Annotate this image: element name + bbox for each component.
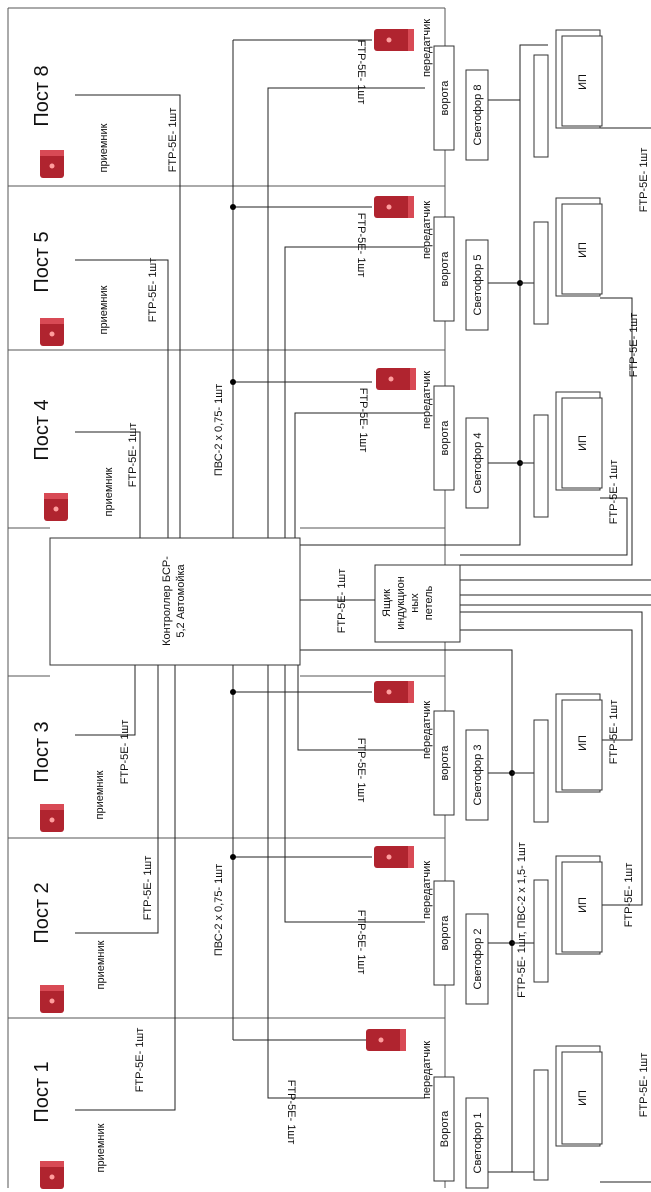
junction-dot (230, 689, 236, 695)
loop-box-line3: ных (409, 593, 421, 613)
power-cable-label: ПВС-2 х 0,75- 1шт (213, 384, 225, 476)
receiver-label: приемник (98, 285, 110, 334)
psu-wiring (460, 44, 651, 1183)
receiver-label: приемник (98, 123, 110, 172)
receiver-cable-label: FTP-5E- 1шт (142, 856, 154, 921)
gate-label: ворота (439, 420, 451, 456)
gate-label: ворота (439, 915, 451, 951)
post-title: Пост 3 (31, 721, 53, 782)
psu-label: ИП (577, 242, 589, 258)
post-title: Пост 8 (31, 65, 53, 126)
receiver-devices (40, 150, 68, 1189)
traffic-light-label: Светофор 8 (472, 85, 484, 146)
receiver-icon (40, 985, 64, 1013)
transmitter-cable-label: FTP-5E- 1шт (285, 1080, 297, 1145)
traffic-light-label: Светофор 2 (472, 929, 484, 990)
traffic-light-label: Светофор 5 (472, 255, 484, 316)
loop-box-line1: Ящик (381, 589, 393, 617)
psu-cable-label: FTP-5E- 1шт (608, 460, 620, 525)
gates (433, 45, 455, 1182)
junction-dot (230, 854, 236, 860)
receiver-cable-label: FTP-5E- 1шт (134, 1028, 146, 1093)
receiver-icon (40, 804, 64, 832)
transmitter-cable-label: FTP-5E- 1шт (357, 388, 369, 453)
receiver-wires (75, 94, 181, 1111)
receiver-icon (40, 318, 64, 346)
gate-label: Ворота (439, 1110, 451, 1147)
psu-cable-label: FTP-5E- 1шт (628, 313, 640, 378)
traffic-light-label: Светофор 3 (472, 745, 484, 806)
psu-cable-label: FTP-5E- 1шт (638, 148, 650, 213)
gate-label: ворота (439, 251, 451, 287)
controller-label-line2: 5,2 Автомойка (175, 563, 187, 637)
psu-label: ИП (577, 735, 589, 751)
psu-label: ИП (577, 74, 589, 90)
transmitter-wires (267, 87, 425, 1099)
light-wiring (300, 99, 523, 1173)
junction-dot (230, 204, 236, 210)
receiver-label: приемник (95, 940, 107, 989)
transmitter-cable-label: FTP-5E- 1шт (355, 910, 367, 975)
transmitter-cable-label: FTP-5E- 1шт (355, 738, 367, 803)
loop-box (374, 564, 461, 643)
traffic-light-boxes (465, 69, 489, 1189)
psu-cable-label: FTP-5E- 1шт (608, 700, 620, 765)
post-title: Пост 5 (31, 231, 53, 292)
transmitter-icon (374, 846, 414, 868)
loop-box-line2: индукцион (395, 576, 407, 630)
receiver-cable-label: FTP-5E- 1шт (119, 720, 131, 785)
transmitter-label: передатчик (421, 701, 433, 759)
receiver-label: приемник (94, 770, 106, 819)
transmitter-icon (374, 681, 414, 703)
transmitter-icon (366, 1029, 406, 1051)
receiver-cable-label: FTP-5E- 1шт (147, 258, 159, 323)
transmitter-icon (374, 196, 414, 218)
transmitter-label: передатчик (421, 201, 433, 259)
psu-label: ИП (577, 1090, 589, 1106)
post-title: Пост 4 (31, 399, 53, 460)
receiver-cable-label: FTP-5E- 1шт (127, 423, 139, 488)
post-title: Пост 1 (31, 1061, 53, 1122)
junction-dot (230, 379, 236, 385)
loop-box-line4: петель (423, 585, 435, 620)
transmitter-icon (374, 29, 414, 51)
transmitter-label: передатчик (421, 19, 433, 77)
traffic-light-label: Светофор 1 (472, 1113, 484, 1174)
controller-box (49, 537, 301, 666)
receiver-label: приемник (95, 1123, 107, 1172)
receiver-icon (40, 150, 64, 178)
transmitter-label: передатчик (421, 1041, 433, 1099)
receiver-icon (44, 493, 68, 521)
receiver-icon (40, 1161, 64, 1189)
transmitter-icon (376, 368, 416, 390)
psu-boxes (533, 29, 603, 1181)
receiver-label: приемник (103, 467, 115, 516)
transmitter-cable-label: FTP-5E- 1шт (355, 40, 367, 105)
transmitter-label: передатчик (421, 861, 433, 919)
psu-label: ИП (577, 435, 589, 451)
controller-label-line1: Контроллер БСР- (161, 556, 173, 646)
transmitter-devices (366, 29, 416, 1051)
controller-loop-cable-label: FTP-5E- 1шт (336, 569, 348, 634)
psu-cable-label: FTP-5E- 1шт (623, 863, 635, 928)
power-cable-label: ПВС-2 х 0,75- 1шт (213, 864, 225, 956)
gate-label: ворота (439, 745, 451, 781)
gate-label: ворота (439, 80, 451, 116)
post-title: Пост 2 (31, 882, 53, 943)
transmitter-cable-label: FTP-5E- 1шт (355, 213, 367, 278)
psu-label: ИП (577, 897, 589, 913)
trunk-cable-label: FTP-5E- 1шт, ПВС-2 х 1,5- 1шт (516, 842, 528, 998)
psu-cable-label: FTP-5E- 1шт (638, 1053, 650, 1118)
receiver-cable-label: FTP-5E- 1шт (167, 108, 179, 173)
traffic-light-label: Светофор 4 (472, 433, 484, 494)
transmitter-label: передатчик (421, 371, 433, 429)
